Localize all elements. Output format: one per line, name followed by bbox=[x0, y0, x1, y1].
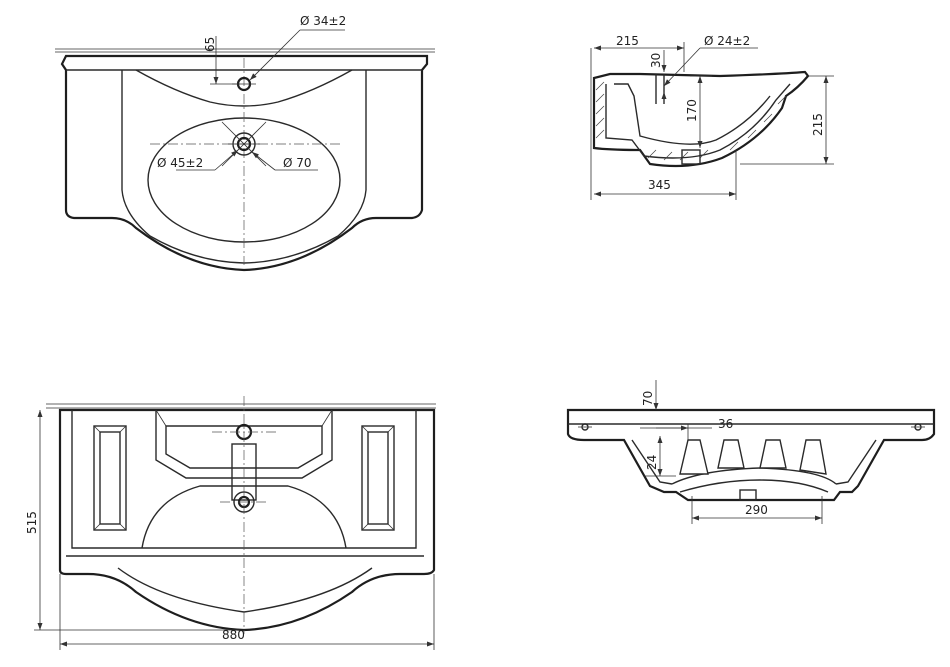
side-depth-to-tap-label: 215 bbox=[616, 34, 639, 48]
side-total-height-label: 215 bbox=[811, 113, 825, 136]
top-tap-diameter-label: Ø 34±2 bbox=[300, 14, 346, 28]
front-fixing-offset-label: 36 bbox=[718, 417, 733, 431]
front-bowl-width-label: 290 bbox=[745, 503, 768, 517]
top-tap-offset-label: 65 bbox=[203, 37, 217, 52]
bottom-height-label: 515 bbox=[25, 511, 39, 534]
side-view: 215 Ø 24±2 30 170 215 345 bbox=[590, 34, 834, 200]
side-bowl-depth-label: 170 bbox=[685, 99, 699, 122]
top-view: 65 Ø 34±2 Ø 45±2 Ø 70 bbox=[55, 14, 435, 272]
bottom-view: 515 880 bbox=[25, 396, 436, 650]
top-waste-outer-diameter-label: Ø 70 bbox=[283, 156, 312, 170]
front-view: 70 36 24 290 bbox=[566, 380, 936, 524]
side-rim-thickness-label: 30 bbox=[649, 53, 663, 68]
side-tap-diameter-label: Ø 24±2 bbox=[704, 34, 750, 48]
front-fixing-height-label: 24 bbox=[645, 455, 659, 470]
side-total-depth-label: 345 bbox=[648, 178, 671, 192]
bottom-width-label: 880 bbox=[222, 628, 245, 642]
front-rim-height-label: 70 bbox=[641, 391, 655, 406]
top-waste-diameter-label: Ø 45±2 bbox=[157, 156, 203, 170]
